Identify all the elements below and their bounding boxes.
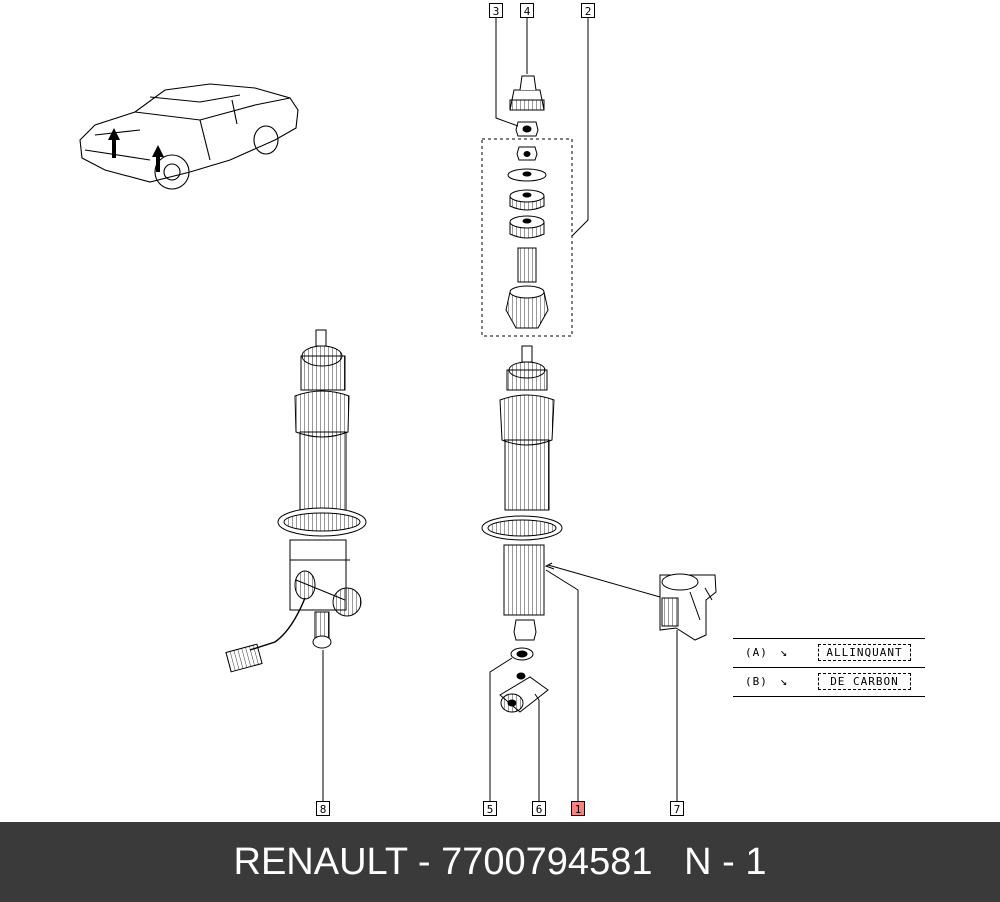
mount-kit-parts (505, 146, 549, 329)
arrow-icon: ↘ (780, 674, 788, 688)
shock-absorber-left (225, 329, 367, 673)
legend-row-a: (A) ↘ ALLINQUANT (733, 639, 925, 667)
callout-1-highlighted: 1 (571, 801, 585, 816)
car-location-illustration (79, 83, 299, 190)
bushing-6 (499, 672, 549, 713)
shock-absorber-center (481, 345, 563, 641)
callout-7: 7 (670, 801, 684, 816)
front-axle-arrows (108, 128, 164, 172)
manufacturer-legend: (A) ↘ ALLINQUANT (B) ↘ DE CARBON (733, 638, 925, 697)
arrow-icon: ↘ (780, 645, 788, 659)
callout-2: 2 (581, 3, 595, 18)
legend-manufacturer-name: DE CARBON (818, 673, 911, 690)
callout-6: 6 (532, 801, 546, 816)
legend-code: (B) (745, 675, 768, 688)
legend-row-b: (B) ↘ DE CARBON (733, 668, 925, 696)
callout-5: 5 (483, 801, 497, 816)
nut-3 (515, 121, 539, 137)
leader-lines (322, 18, 678, 816)
sensor-bracket-7 (659, 573, 717, 641)
legend-code: (A) (745, 646, 768, 659)
footer-bar: RENAULT - 7700794581 N - 1 (0, 822, 1000, 902)
callout-8: 8 (316, 801, 330, 816)
part-number-caption: RENAULT - 7700794581 N - 1 (233, 841, 767, 883)
callout-3: 3 (489, 3, 503, 18)
bump-stop-cap (509, 75, 545, 111)
legend-manufacturer-name: ALLINQUANT (818, 644, 911, 661)
parts-diagram (79, 18, 717, 816)
nut-5 (510, 647, 534, 661)
legend-rules (733, 638, 925, 697)
mount-kit-dashed-box (481, 138, 573, 337)
callout-4: 4 (520, 3, 534, 18)
